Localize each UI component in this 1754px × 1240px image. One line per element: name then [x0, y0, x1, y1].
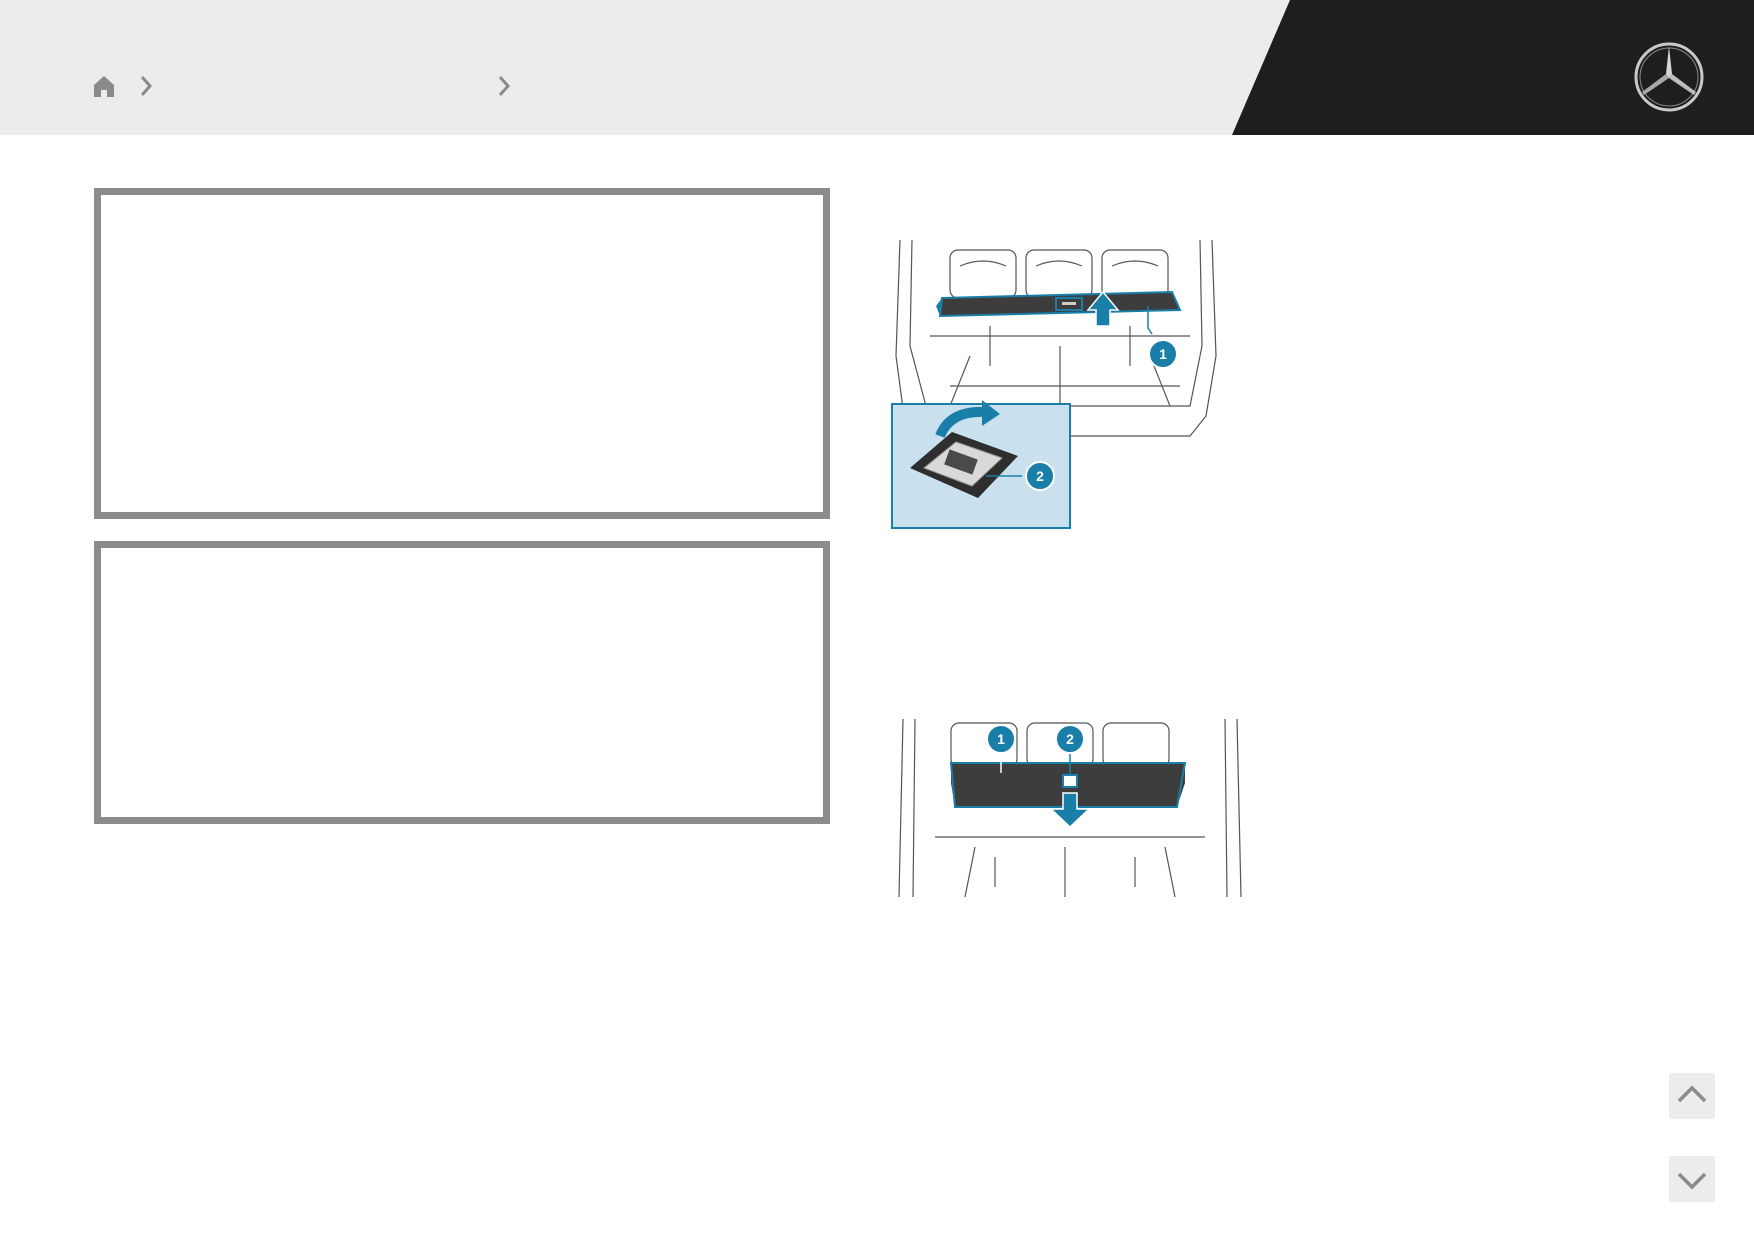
- svg-text:1: 1: [1159, 346, 1167, 362]
- chevron-right-icon: [498, 76, 511, 96]
- cargo-cover-installation-illustration: 1 2: [898, 718, 1242, 898]
- chevron-up-icon[interactable]: [1669, 1073, 1715, 1119]
- chevron-right-icon: [140, 76, 153, 96]
- svg-text:2: 2: [1066, 731, 1074, 747]
- home-icon[interactable]: [90, 72, 118, 100]
- svg-text:1: 1: [997, 731, 1005, 747]
- header-dark-panel: [1232, 0, 1754, 135]
- svg-text:2: 2: [1036, 468, 1044, 484]
- chevron-down-icon[interactable]: [1669, 1156, 1715, 1202]
- content-box-bottom: [94, 541, 830, 824]
- content-box-top: [94, 188, 830, 519]
- cargo-cover-removal-illustration: 1 2: [891, 239, 1217, 529]
- three-pointed-star-logo-icon[interactable]: [1632, 40, 1706, 114]
